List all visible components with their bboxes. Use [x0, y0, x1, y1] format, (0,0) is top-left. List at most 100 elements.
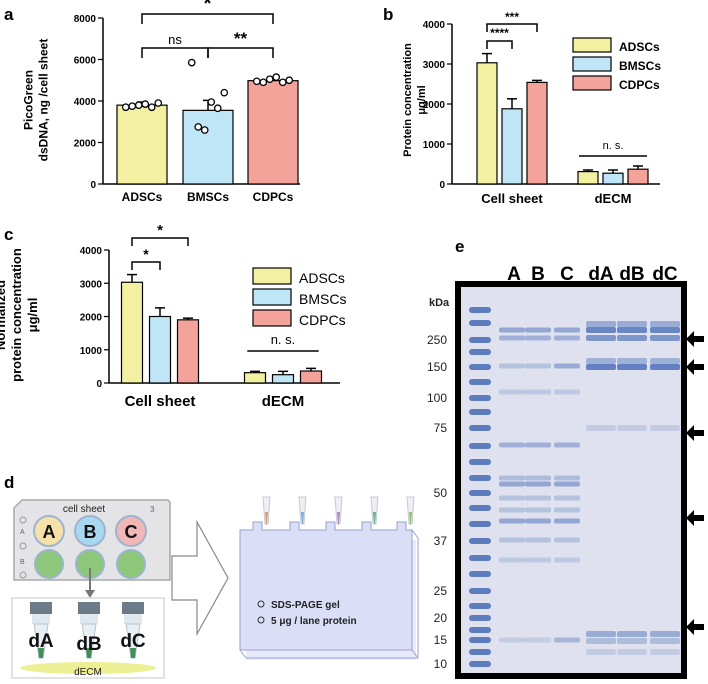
ladder-band [469, 443, 491, 449]
decm-band [586, 335, 616, 341]
bar-BMSCs [182, 109, 234, 185]
data-point [141, 100, 150, 108]
legend-swatch-CDPCs [252, 309, 292, 327]
y-tick-label: 3000 [423, 60, 446, 71]
panel-label-d: d [4, 473, 14, 492]
marker-label: 37 [434, 534, 448, 548]
ladder-band [469, 588, 491, 594]
y-axis-label: protein concentration [9, 248, 24, 382]
decm-band [650, 327, 680, 333]
significance-label: ** [234, 29, 248, 48]
sample-band [525, 363, 551, 369]
data-point [187, 58, 196, 67]
pipette-icon [262, 496, 415, 525]
x-tick-label: ADSCs [122, 190, 163, 204]
data-point [220, 88, 229, 97]
data-point [265, 75, 274, 84]
significance-bracket [141, 13, 274, 24]
y-axis-label: Protein concentration [402, 43, 414, 157]
bar-ADSCs-Cell sheet [476, 62, 498, 185]
sample-band [525, 442, 551, 448]
y-tick-label: 2000 [74, 139, 97, 150]
x-tick-label: CDPCs [253, 190, 294, 204]
tube-label-da: dA [28, 631, 54, 652]
legend-label-BMSCs: BMSCs [619, 59, 661, 73]
legend-label-BMSCs: BMSCs [299, 291, 346, 307]
decm-band [617, 358, 647, 364]
bar-ADSCs-Cell sheet [120, 281, 144, 384]
sample-band [554, 442, 580, 448]
ladder-band [469, 409, 491, 415]
marker-label: 20 [434, 611, 448, 625]
data-point [259, 78, 268, 87]
panel-label-e: e [455, 237, 464, 256]
sample-band [499, 363, 525, 369]
sample-band [554, 637, 580, 643]
decm-band [586, 649, 616, 655]
ladder-band [469, 649, 491, 655]
sample-band [525, 495, 551, 501]
arrow-icon [686, 331, 704, 347]
significance-label: **** [490, 26, 509, 40]
decm-band [586, 364, 616, 370]
plate-corner-circle [19, 516, 27, 524]
decm-band [617, 631, 647, 637]
y-tick-label: 1000 [80, 346, 103, 357]
decm-band [650, 425, 680, 431]
decm-band [586, 327, 616, 333]
sample-band [554, 495, 580, 501]
marker-label: 15 [434, 633, 448, 647]
y-tick-label: 3000 [80, 279, 103, 290]
data-point [285, 76, 294, 85]
y-tick-label: 0 [439, 180, 445, 191]
data-point [272, 73, 281, 81]
plate-title: cell sheet [63, 504, 105, 515]
data-point [128, 102, 137, 111]
tube-dB [78, 602, 100, 659]
bar-BMSCs-dECM [271, 374, 295, 384]
arrow-icon [686, 425, 704, 441]
significance-label: * [143, 246, 149, 262]
y-tick-label: 0 [96, 379, 102, 390]
significance-bracket [131, 261, 161, 270]
sample-band [525, 557, 551, 563]
legend-swatch-CDPCs [572, 75, 612, 91]
ladder-band [469, 349, 491, 355]
legend-swatch-BMSCs [572, 56, 612, 72]
plate-corner-circle [19, 571, 27, 579]
marker-label: 25 [434, 584, 448, 598]
plate-row-a: A [20, 529, 25, 536]
decm-band [617, 649, 647, 655]
y-axis-label: PicoGreen [22, 70, 36, 130]
x-tick-label: dECM [595, 191, 632, 206]
well-c [115, 515, 147, 547]
bar-BMSCs-dECM [602, 172, 624, 185]
down-arrow-head [85, 590, 95, 598]
ladder-band [469, 337, 491, 343]
ladder-band [469, 379, 491, 385]
bar-BMSCs-Cell sheet [501, 108, 523, 185]
panel-label-b: b [383, 5, 393, 24]
sample-band [499, 495, 525, 501]
significance-label: * [204, 0, 212, 15]
legend-label-CDPCs: CDPCs [619, 78, 660, 92]
y-tick-label: 2000 [80, 313, 103, 324]
gel-arrows [686, 331, 704, 635]
decm-band [650, 358, 680, 364]
gel-lane-label: C [560, 264, 574, 285]
ladder-band [469, 637, 491, 643]
sample-band [525, 537, 551, 543]
bar-ADSCs-dECM [243, 372, 267, 384]
ladder-band [469, 603, 491, 609]
ladder-band [469, 307, 491, 313]
panel-label-a: a [4, 5, 14, 24]
sample-band [499, 442, 525, 448]
sample-band [499, 507, 525, 513]
decm-band [586, 631, 616, 637]
decm-band [650, 364, 680, 370]
decm-band [650, 631, 680, 637]
ladder-band [469, 425, 491, 431]
decm-band [617, 335, 647, 341]
ladder-band [469, 521, 491, 527]
